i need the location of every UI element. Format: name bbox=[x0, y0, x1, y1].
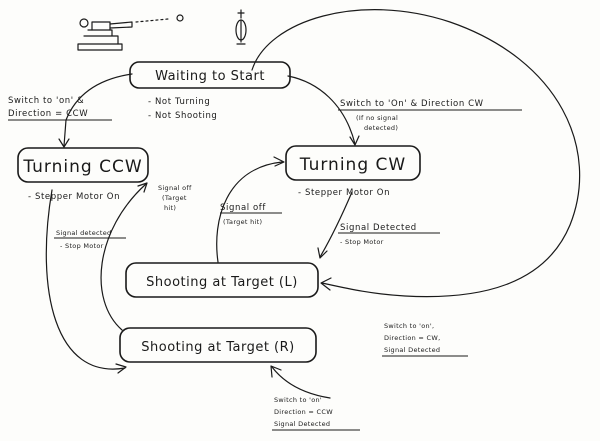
arrow-cw-to-shoot-l-head bbox=[317, 247, 328, 259]
arrow-waiting-to-cw-head bbox=[349, 135, 360, 146]
state-cw-label: Turning CW bbox=[299, 155, 406, 175]
arrow-loop-to-shoot-l bbox=[251, 9, 581, 298]
turret-head bbox=[91, 21, 111, 31]
arrow-shoot-l-to-cw-head bbox=[273, 156, 285, 167]
label-signal-detected-cw: Signal Detected bbox=[340, 223, 417, 233]
state-cw-box bbox=[285, 145, 421, 181]
shot-trace bbox=[135, 18, 169, 23]
label-to-l-2: Direction = CW, bbox=[384, 334, 440, 342]
state-ccw-label: Turning CCW bbox=[22, 157, 142, 177]
label-to-l-1: Switch to 'on', bbox=[384, 322, 434, 330]
label-to-r-2: Direction = CCW bbox=[274, 408, 333, 416]
arrow-bottom-to-shoot-r bbox=[271, 366, 331, 399]
turret-sketch bbox=[77, 14, 184, 51]
state-cw: Turning CW bbox=[285, 145, 421, 181]
arrow-waiting-to-ccw-head bbox=[58, 138, 70, 148]
arrow-cw-to-shoot-l bbox=[319, 191, 353, 258]
label-signal-off-mid-1: Signal off bbox=[220, 203, 266, 213]
target-sketch bbox=[235, 9, 247, 45]
arrow-bottom-to-shoot-r-head bbox=[270, 365, 282, 378]
label-signal-off-left-2: (Target bbox=[162, 194, 187, 202]
arrow-ccw-to-shoot-r-head bbox=[115, 363, 127, 374]
arrow-ccw-to-shoot-r bbox=[45, 189, 126, 370]
label-stop-motor-left: - Stop Motor bbox=[60, 242, 104, 250]
label-to-l-3: Signal Detected bbox=[384, 346, 440, 354]
label-signal-off-left-1: Signal off bbox=[158, 184, 192, 192]
arrow-waiting-to-cw bbox=[287, 75, 356, 145]
turret-base bbox=[77, 43, 123, 51]
label-signal-off-mid-2: (Target hit) bbox=[223, 218, 262, 226]
arrow-shoot-l-to-cw bbox=[216, 161, 283, 263]
waiting-note-not-turning: - Not Turning bbox=[148, 97, 210, 107]
arrow-waiting-to-ccw bbox=[63, 73, 133, 147]
label-to-r-1: Switch to 'on' bbox=[274, 396, 322, 404]
state-shoot-r-label: Shooting at Target (R) bbox=[141, 340, 294, 355]
label-signal-off-left-3: hit) bbox=[164, 204, 176, 212]
label-to-r-3: Signal Detected bbox=[274, 420, 330, 428]
state-shoot-r-box bbox=[119, 327, 317, 363]
state-shoot-l: Shooting at Target (L) bbox=[125, 262, 319, 298]
projectile bbox=[176, 14, 184, 22]
arrow-shoot-r-to-ccw bbox=[100, 183, 147, 331]
state-shoot-l-box bbox=[125, 262, 319, 298]
state-shoot-r: Shooting at Target (R) bbox=[119, 327, 317, 363]
transition-arrows bbox=[45, 9, 581, 399]
state-waiting-label: Waiting to Start bbox=[155, 69, 265, 84]
waiting-note-not-shooting: - Not Shooting bbox=[148, 111, 217, 121]
label-signal-detected-ccw: Signal detected bbox=[56, 229, 111, 237]
turret-barrel bbox=[109, 21, 133, 29]
state-ccw-box bbox=[17, 147, 149, 183]
label-to-cw-sub2: detected) bbox=[364, 124, 398, 132]
target-stand bbox=[236, 9, 246, 45]
ccw-note-motor-on: - Stepper Motor On bbox=[28, 192, 120, 202]
state-waiting: Waiting to Start bbox=[129, 61, 291, 89]
turret-wheel bbox=[79, 18, 89, 28]
label-to-cw: Switch to 'On' & Direction CW bbox=[340, 99, 484, 109]
state-waiting-box bbox=[129, 61, 291, 89]
arrow-loop-to-shoot-l-head bbox=[320, 277, 332, 291]
label-to-cw-sub1: (If no signal bbox=[356, 114, 398, 122]
label-to-ccw-line1: Switch to 'on' & bbox=[8, 96, 84, 106]
label-stop-motor-right: - Stop Motor bbox=[340, 238, 384, 246]
state-shoot-l-label: Shooting at Target (L) bbox=[146, 275, 298, 290]
turret-body bbox=[83, 29, 119, 45]
cw-note-motor-on: - Stepper Motor On bbox=[298, 188, 390, 198]
label-to-ccw-line2: Direction = CCW bbox=[8, 109, 88, 119]
arrow-shoot-r-to-ccw-head bbox=[137, 182, 148, 193]
state-ccw: Turning CCW bbox=[17, 147, 149, 183]
